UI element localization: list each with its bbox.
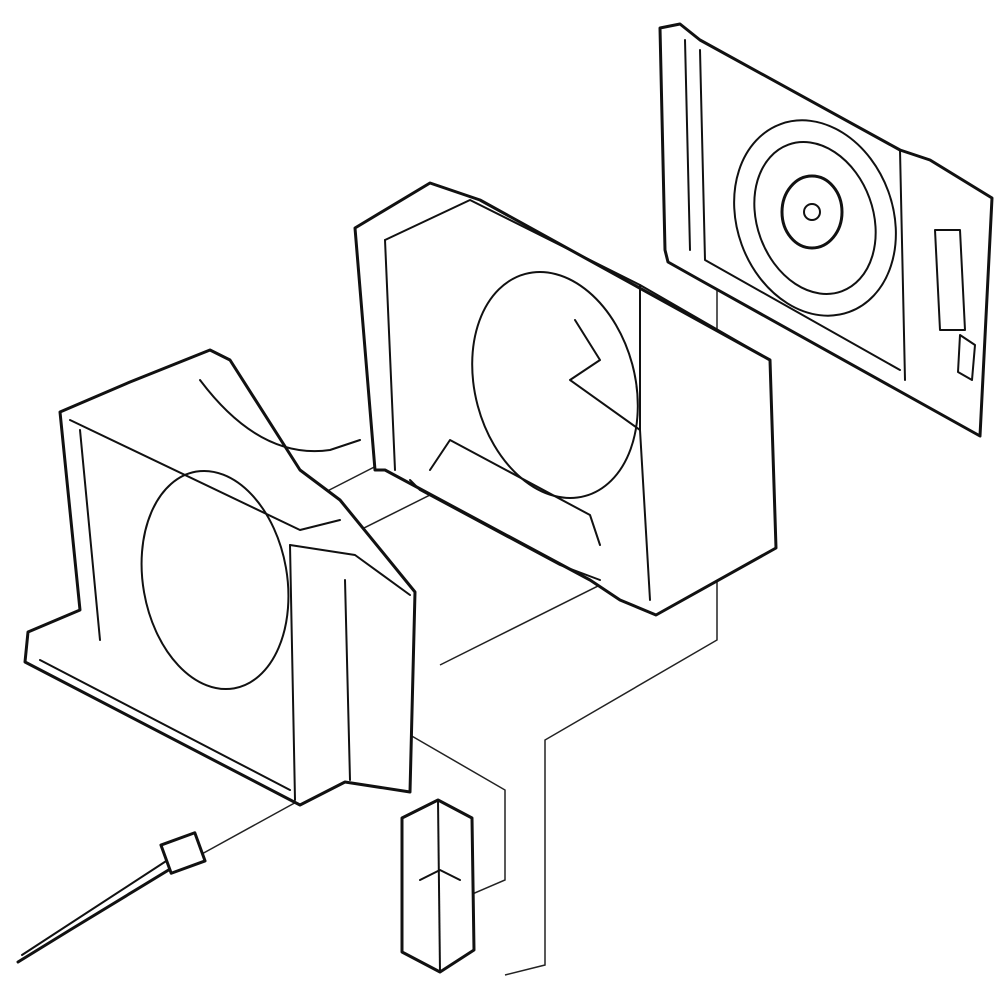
hub [780,174,844,250]
fan-shroud [353,181,778,617]
back-panel [658,22,994,438]
leader-line [199,799,301,856]
rod [16,831,207,964]
front-frame [23,348,417,807]
leader-line [409,734,506,896]
bracket [400,798,476,974]
